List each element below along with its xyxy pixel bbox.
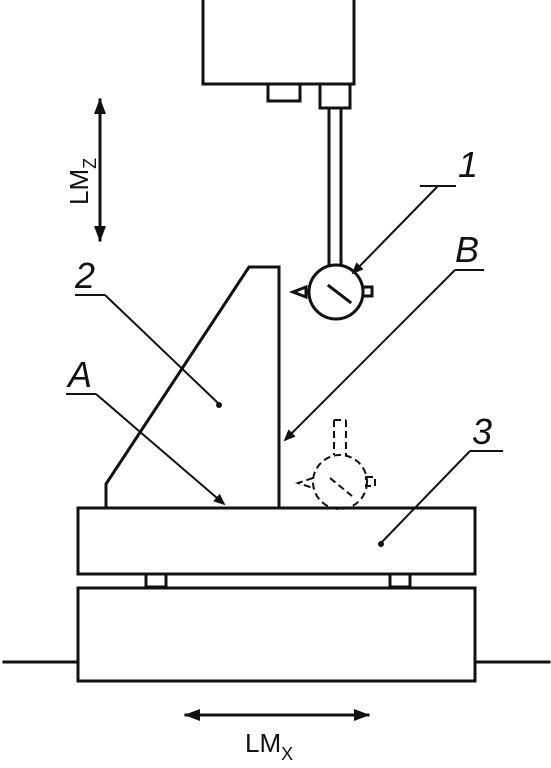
svg-text:LMX: LMX (245, 728, 293, 764)
gauge-contact-tip (288, 284, 308, 300)
probe-holder (318, 82, 352, 110)
dial-indicator (288, 106, 374, 321)
label-block-side: B (455, 229, 479, 270)
horizontal-axis-label: LMX (245, 728, 293, 764)
spindle-tab (266, 82, 302, 103)
gauge-knob (361, 285, 374, 298)
spindle-head (201, 0, 356, 110)
angle-block (104, 265, 281, 510)
label-angle-block: 2 (74, 255, 95, 296)
indicator-lower-position (294, 419, 376, 510)
table-spacer-left (144, 572, 168, 589)
label-indicator: 1 (458, 144, 478, 185)
machine-base (76, 586, 477, 683)
table-spacer-right (388, 572, 412, 589)
vertical-axis-label: LMZ (64, 158, 100, 205)
label-table: 3 (472, 411, 492, 452)
label-base-face: A (66, 354, 92, 395)
svg-text:LMZ: LMZ (64, 158, 100, 205)
machine-table (76, 506, 477, 576)
